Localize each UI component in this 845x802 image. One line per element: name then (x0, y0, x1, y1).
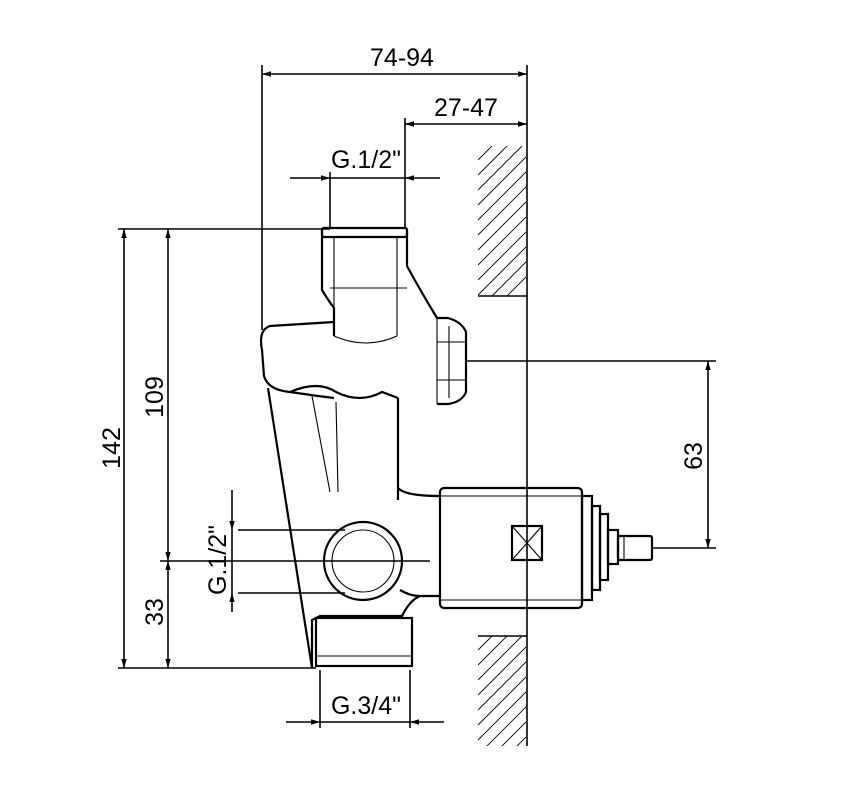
dim-side-thread: G.1/2" (204, 525, 232, 595)
valve-body (259, 226, 654, 669)
wall-hatch-top (478, 146, 526, 296)
dim-spindle-height: 63 (680, 442, 708, 470)
dim-total-depth: 74-94 (370, 44, 434, 72)
dim-top-thread: G.1/2" (331, 146, 401, 174)
extension-lines (118, 65, 716, 728)
dim-total-height: 142 (98, 427, 126, 469)
dim-bottom-thread: G.3/4" (331, 692, 401, 720)
dim-wall-depth: 27-47 (434, 94, 498, 122)
wall-hatch-bottom (478, 636, 526, 746)
wall (478, 65, 528, 746)
dim-outlet-height: 109 (141, 376, 169, 418)
dim-bottom-height: 33 (141, 598, 169, 626)
dimension-lines (121, 71, 711, 725)
